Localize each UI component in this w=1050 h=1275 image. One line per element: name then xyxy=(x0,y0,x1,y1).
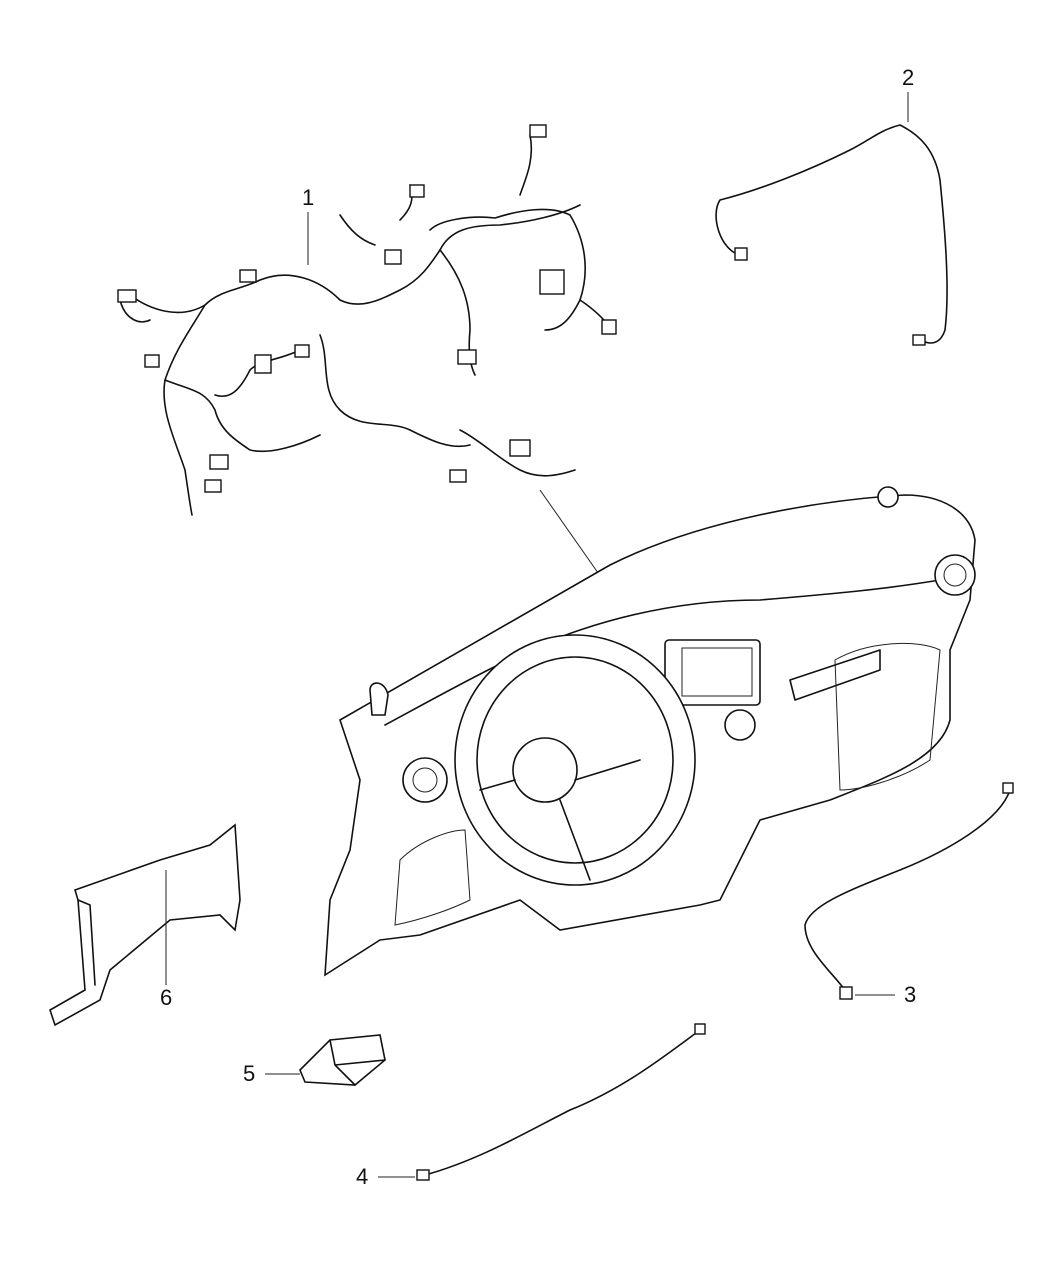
callout-2: 2 xyxy=(902,65,915,90)
callout-5: 5 xyxy=(243,1061,256,1086)
part-3-wiring xyxy=(804,782,1014,1000)
callout-3: 3 xyxy=(904,982,917,1007)
part-5-module xyxy=(265,1034,386,1086)
part-6-bracket xyxy=(49,823,241,1027)
part-4-wiring xyxy=(378,1023,706,1181)
instrument-panel-dashboard xyxy=(324,486,976,977)
part-1-wiring-harness xyxy=(117,124,617,591)
callout-1: 1 xyxy=(302,185,315,210)
callout-4: 4 xyxy=(356,1164,369,1189)
callout-6: 6 xyxy=(160,985,173,1010)
part-2-wiring-jumper xyxy=(715,92,948,346)
